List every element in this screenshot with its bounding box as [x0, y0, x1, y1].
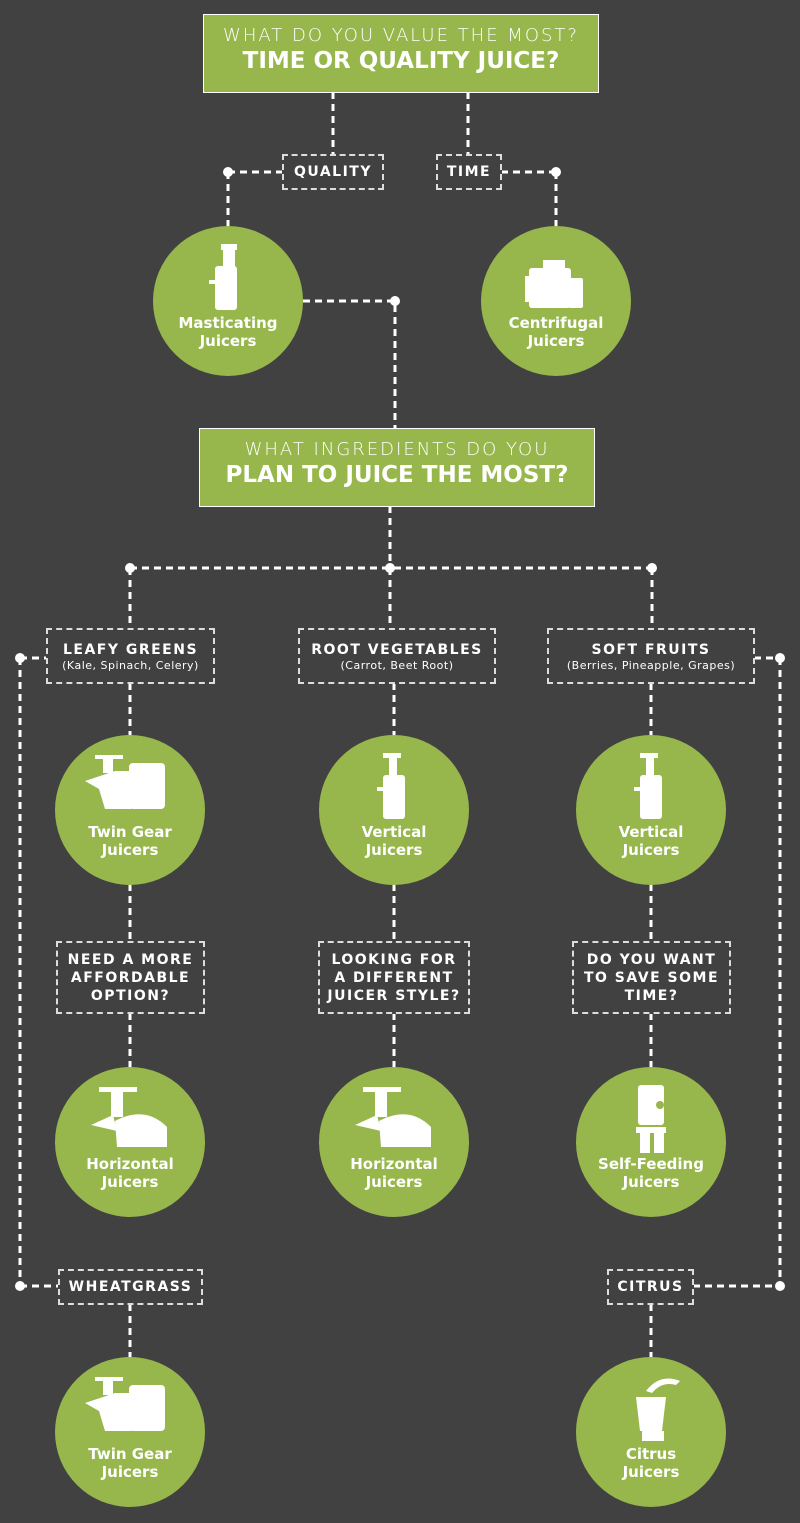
- question-time-or-quality: WHAT DO YOU VALUE THE MOST? TIME OR QUAL…: [203, 14, 599, 93]
- category-title: SOFT FRUITS: [591, 641, 711, 658]
- question-line2: PLAN TO JUICE THE MOST?: [225, 462, 569, 488]
- q-line: LOOKING FOR: [331, 951, 457, 968]
- question-line1: WHAT DO YOU VALUE THE MOST?: [223, 25, 579, 46]
- juicer-name: Vertical: [618, 823, 684, 841]
- category-soft-fruits: SOFT FRUITS(Berries, Pineapple, Grapes): [547, 628, 755, 684]
- juicer-name: Juicers: [199, 332, 257, 350]
- category-sub: (Kale, Spinach, Celery): [62, 658, 199, 672]
- juicer-name: Juicers: [101, 1173, 159, 1191]
- juicer-name: Self-Feeding: [598, 1155, 704, 1173]
- juicer-name: Juicers: [622, 1173, 680, 1191]
- q-line: TO SAVE SOME: [583, 969, 720, 986]
- q-line: AFFORDABLE: [70, 969, 191, 986]
- juicer-name: Citrus: [625, 1445, 677, 1463]
- label-wheatgrass: WHEATGRASS: [58, 1269, 203, 1305]
- juicer-name: Juicers: [622, 1463, 680, 1481]
- juicer-name: Horizontal: [86, 1155, 174, 1173]
- vertical-juicer-icon: [209, 244, 237, 310]
- horizontal-juicer-icon: [91, 1087, 167, 1147]
- label-citrus: CITRUS: [607, 1269, 694, 1305]
- label-text: CITRUS: [617, 1279, 684, 1295]
- juicer-name: Juicers: [365, 841, 423, 859]
- juicer-name: Vertical: [361, 823, 427, 841]
- question-line1: WHAT INGREDIENTS DO YOU: [244, 439, 550, 460]
- category-root-vegetables: ROOT VEGETABLES(Carrot, Beet Root): [298, 628, 496, 684]
- q-line: JUICER STYLE?: [327, 987, 461, 1004]
- label-text: QUALITY: [294, 164, 372, 180]
- category-sub: (Carrot, Beet Root): [340, 658, 454, 672]
- label-quality: QUALITY: [282, 154, 384, 190]
- q-line: A DIFFERENT: [334, 969, 454, 986]
- question-ingredients: WHAT INGREDIENTS DO YOU PLAN TO JUICE TH…: [199, 428, 595, 507]
- label-text: TIME: [446, 164, 492, 180]
- juicer-name: Juicers: [527, 332, 585, 350]
- vertical-juicer-icon: [634, 753, 662, 819]
- q-line: DO YOU WANT: [586, 951, 717, 968]
- vertical-juicer-icon: [377, 753, 405, 819]
- category-leafy-greens: LEAFY GREENS(Kale, Spinach, Celery): [46, 628, 215, 684]
- juicer-name: Juicers: [101, 841, 159, 859]
- q-line: NEED A MORE: [67, 951, 194, 968]
- label-time: TIME: [436, 154, 502, 190]
- juicer-name: Masticating: [178, 314, 278, 332]
- centrifugal-juicer-icon: [525, 260, 583, 308]
- juicer-name: Juicers: [101, 1463, 159, 1481]
- category-title: ROOT VEGETABLES: [311, 641, 483, 658]
- juicer-name: Twin Gear: [88, 823, 172, 841]
- citrus-juicer-icon: [636, 1378, 680, 1441]
- horizontal-juicer-icon: [355, 1087, 431, 1147]
- twin-gear-juicer-icon: [85, 1377, 165, 1431]
- juicer-name: Juicers: [622, 841, 680, 859]
- label-text: WHEATGRASS: [68, 1279, 193, 1295]
- self-feeding-juicer-icon: [636, 1085, 666, 1153]
- q-line: OPTION?: [90, 987, 171, 1004]
- juicer-name: Twin Gear: [88, 1445, 172, 1463]
- juicer-name: Centrifugal: [508, 314, 604, 332]
- juicer-name: Juicers: [365, 1173, 423, 1191]
- juicer-name: Horizontal: [350, 1155, 438, 1173]
- q-line: TIME?: [624, 987, 679, 1004]
- category-title: LEAFY GREENS: [62, 641, 199, 658]
- question-line2: TIME OR QUALITY JUICE?: [242, 48, 560, 74]
- twin-gear-juicer-icon: [85, 755, 165, 809]
- category-sub: (Berries, Pineapple, Grapes): [566, 658, 736, 672]
